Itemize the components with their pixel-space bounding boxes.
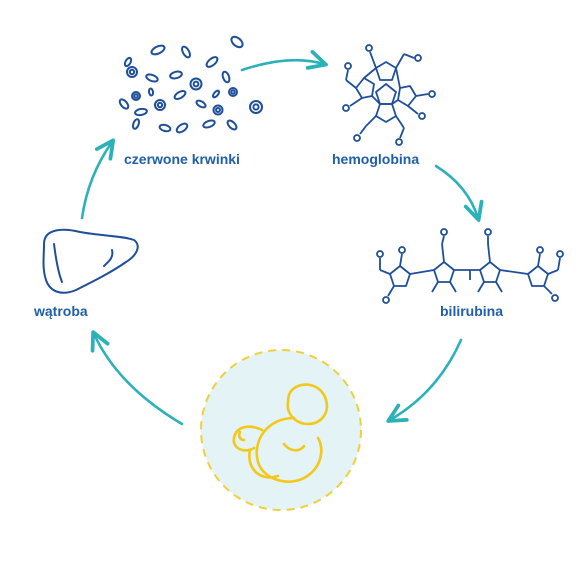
arrow-baby-to-liver xyxy=(90,330,184,426)
label-hemoglobin: hemoglobina xyxy=(332,151,420,167)
label-liver: wątroba xyxy=(34,303,88,319)
liver-icon xyxy=(42,228,139,294)
hemoglobin-molecule-icon xyxy=(342,44,436,146)
cycle-arrows xyxy=(80,50,484,426)
arrow-bilirubin-to-baby xyxy=(386,338,463,423)
label-red-blood-cells: czerwone krwinki xyxy=(124,151,240,167)
arrow-redcells-to-hemoglobin xyxy=(240,50,328,72)
arrow-hemoglobin-to-bilirubin xyxy=(434,164,484,222)
label-bilirubin: bilirubina xyxy=(440,303,503,319)
baby-icon xyxy=(200,349,362,511)
arrow-liver-to-redcells xyxy=(80,138,116,220)
red-blood-cells-icon xyxy=(118,35,263,134)
bilirubin-molecule-icon xyxy=(376,228,564,304)
